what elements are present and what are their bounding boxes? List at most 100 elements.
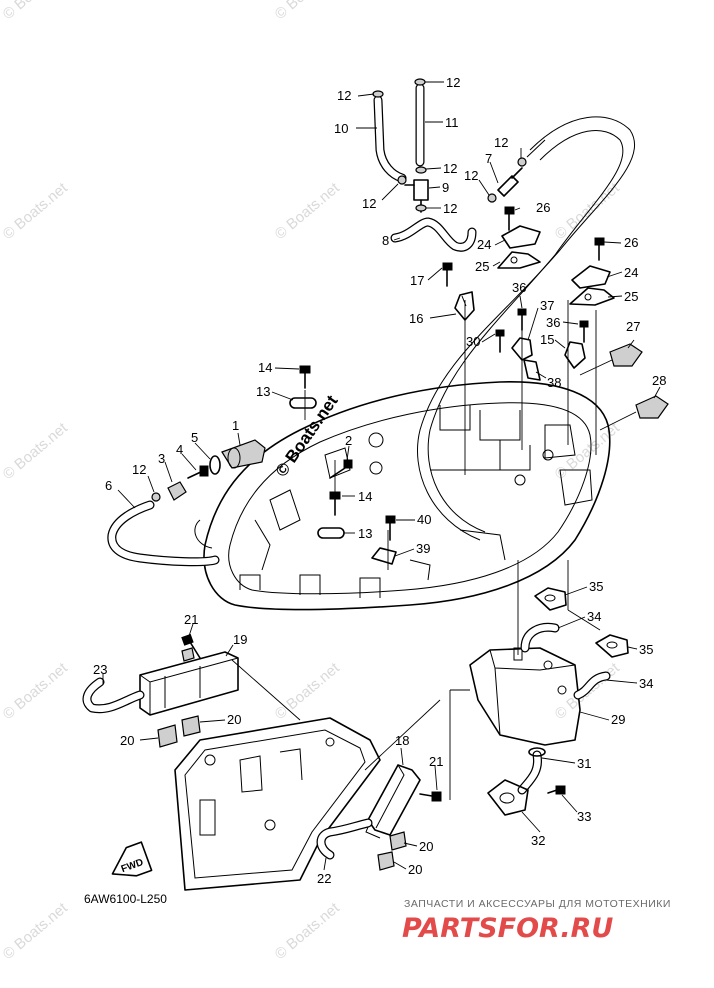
callout-15: 15 — [540, 332, 554, 347]
part-19-silencer — [139, 647, 239, 716]
callout-12: 12 — [132, 462, 146, 477]
callout-leaders — [102, 81, 661, 871]
callout-20: 20 — [408, 862, 422, 877]
long-hose-end — [526, 139, 546, 158]
watermark: © Boats.net — [0, 179, 71, 243]
callout-21: 21 — [184, 612, 198, 627]
callout-16: 16 — [409, 311, 423, 326]
watermark: © Boats.net — [0, 0, 71, 23]
part-20-grommet — [157, 724, 178, 748]
callout-26: 26 — [624, 235, 638, 250]
watermark: © Boats.net — [272, 0, 344, 23]
part-24-bracket — [571, 265, 611, 289]
callout-12: 12 — [464, 168, 478, 183]
part-20-grommet — [377, 851, 395, 871]
watermark: © Boats.net — [0, 659, 71, 723]
callout-25: 25 — [475, 259, 489, 274]
watermark: © Boats.net — [0, 899, 71, 963]
callout-17: 17 — [410, 273, 424, 288]
watermark: © Boats.net — [272, 899, 344, 963]
watermark: © Boats.net — [272, 659, 344, 723]
callout-3: 3 — [158, 451, 165, 466]
callout-2: 2 — [345, 433, 352, 448]
callout-34: 34 — [639, 676, 653, 691]
callout-10: 10 — [334, 121, 348, 136]
part-21-bolt — [181, 633, 201, 659]
part-12-clips — [151, 78, 527, 502]
callout-19: 19 — [233, 632, 247, 647]
callout-12: 12 — [362, 196, 376, 211]
callout-9: 9 — [442, 180, 449, 195]
part-18-bracket — [365, 764, 421, 839]
callout-27: 27 — [626, 319, 640, 334]
callout-39: 39 — [416, 541, 430, 556]
part-38-holder — [523, 359, 541, 381]
watermark: © Boats.net — [272, 179, 344, 243]
callout-31: 31 — [577, 756, 591, 771]
callout-29: 29 — [611, 712, 625, 727]
part-28-grommet — [635, 395, 669, 419]
callout-14: 14 — [258, 360, 272, 375]
callout-5: 5 — [191, 430, 198, 445]
copyright-overlay: © Boats.net — [272, 392, 342, 481]
callout-24: 24 — [477, 237, 491, 252]
brand-name: PARTSFOR.RU — [402, 913, 613, 944]
part-36-bolt — [517, 308, 527, 331]
callout-35: 35 — [639, 642, 653, 657]
callout-6: 6 — [105, 478, 112, 493]
part-14-screw — [299, 365, 311, 389]
part-15-clamp — [564, 341, 586, 369]
callout-30: 30 — [466, 334, 480, 349]
part-30-bolt — [495, 329, 505, 353]
callout-34: 34 — [587, 609, 601, 624]
callout-13: 13 — [358, 526, 372, 541]
part-16-bracket — [454, 291, 475, 321]
part-8-hose — [390, 217, 477, 252]
callout-33: 33 — [577, 809, 591, 824]
part-31-elbow — [517, 747, 546, 795]
part-40-screw — [385, 515, 396, 541]
diagram-code: 6AW6100-L250 — [84, 892, 167, 906]
part-13-plate — [289, 397, 317, 409]
callout-11: 11 — [445, 115, 459, 130]
part-26-bolt — [594, 237, 605, 261]
part-32-gasket — [487, 779, 529, 816]
oil-pan — [174, 717, 381, 891]
callout-22: 22 — [317, 871, 331, 886]
part-34-elbow — [520, 622, 560, 653]
fwd-label: FWD — [120, 857, 145, 875]
guide-lines — [231, 300, 637, 800]
part-20-grommet — [181, 715, 201, 737]
part-34-elbow — [573, 671, 611, 700]
callout-38: 38 — [547, 375, 561, 390]
brand-footer: ЗАПЧАСТИ И АКСЕССУАРЫ ДЛЯ МОТОТЕХНИКИ PA… — [402, 898, 671, 944]
part-26-bolt — [504, 206, 515, 231]
part-37-clamp — [511, 337, 533, 361]
callout-12: 12 — [446, 75, 460, 90]
watermark: © Boats.net — [0, 419, 71, 483]
callout-23: 23 — [93, 662, 107, 677]
part-10-hose — [373, 95, 407, 183]
callout-7: 7 — [485, 151, 492, 166]
part-29-silencer — [469, 647, 581, 746]
part-14-screw — [329, 491, 341, 516]
part-2-screw — [329, 459, 353, 479]
callout-26: 26 — [536, 200, 550, 215]
part-39-clip — [371, 547, 397, 565]
part-21-bolt — [419, 791, 442, 802]
callout-36: 36 — [512, 280, 526, 295]
brand-tagline: ЗАПЧАСТИ И АКСЕССУАРЫ ДЛЯ МОТОТЕХНИКИ — [404, 898, 671, 910]
part-36-bolt — [579, 320, 589, 343]
callout-18: 18 — [395, 733, 409, 748]
part-33-bolt — [547, 785, 566, 795]
callout-25: 25 — [624, 289, 638, 304]
callout-21: 21 — [429, 754, 443, 769]
callout-40: 40 — [417, 512, 431, 527]
callout-8: 8 — [382, 233, 389, 248]
callout-28: 28 — [652, 373, 666, 388]
part-25-bracket — [569, 287, 615, 306]
callout-20: 20 — [419, 839, 433, 854]
part-13-plate — [317, 527, 345, 539]
long-hose-outline — [417, 116, 636, 541]
